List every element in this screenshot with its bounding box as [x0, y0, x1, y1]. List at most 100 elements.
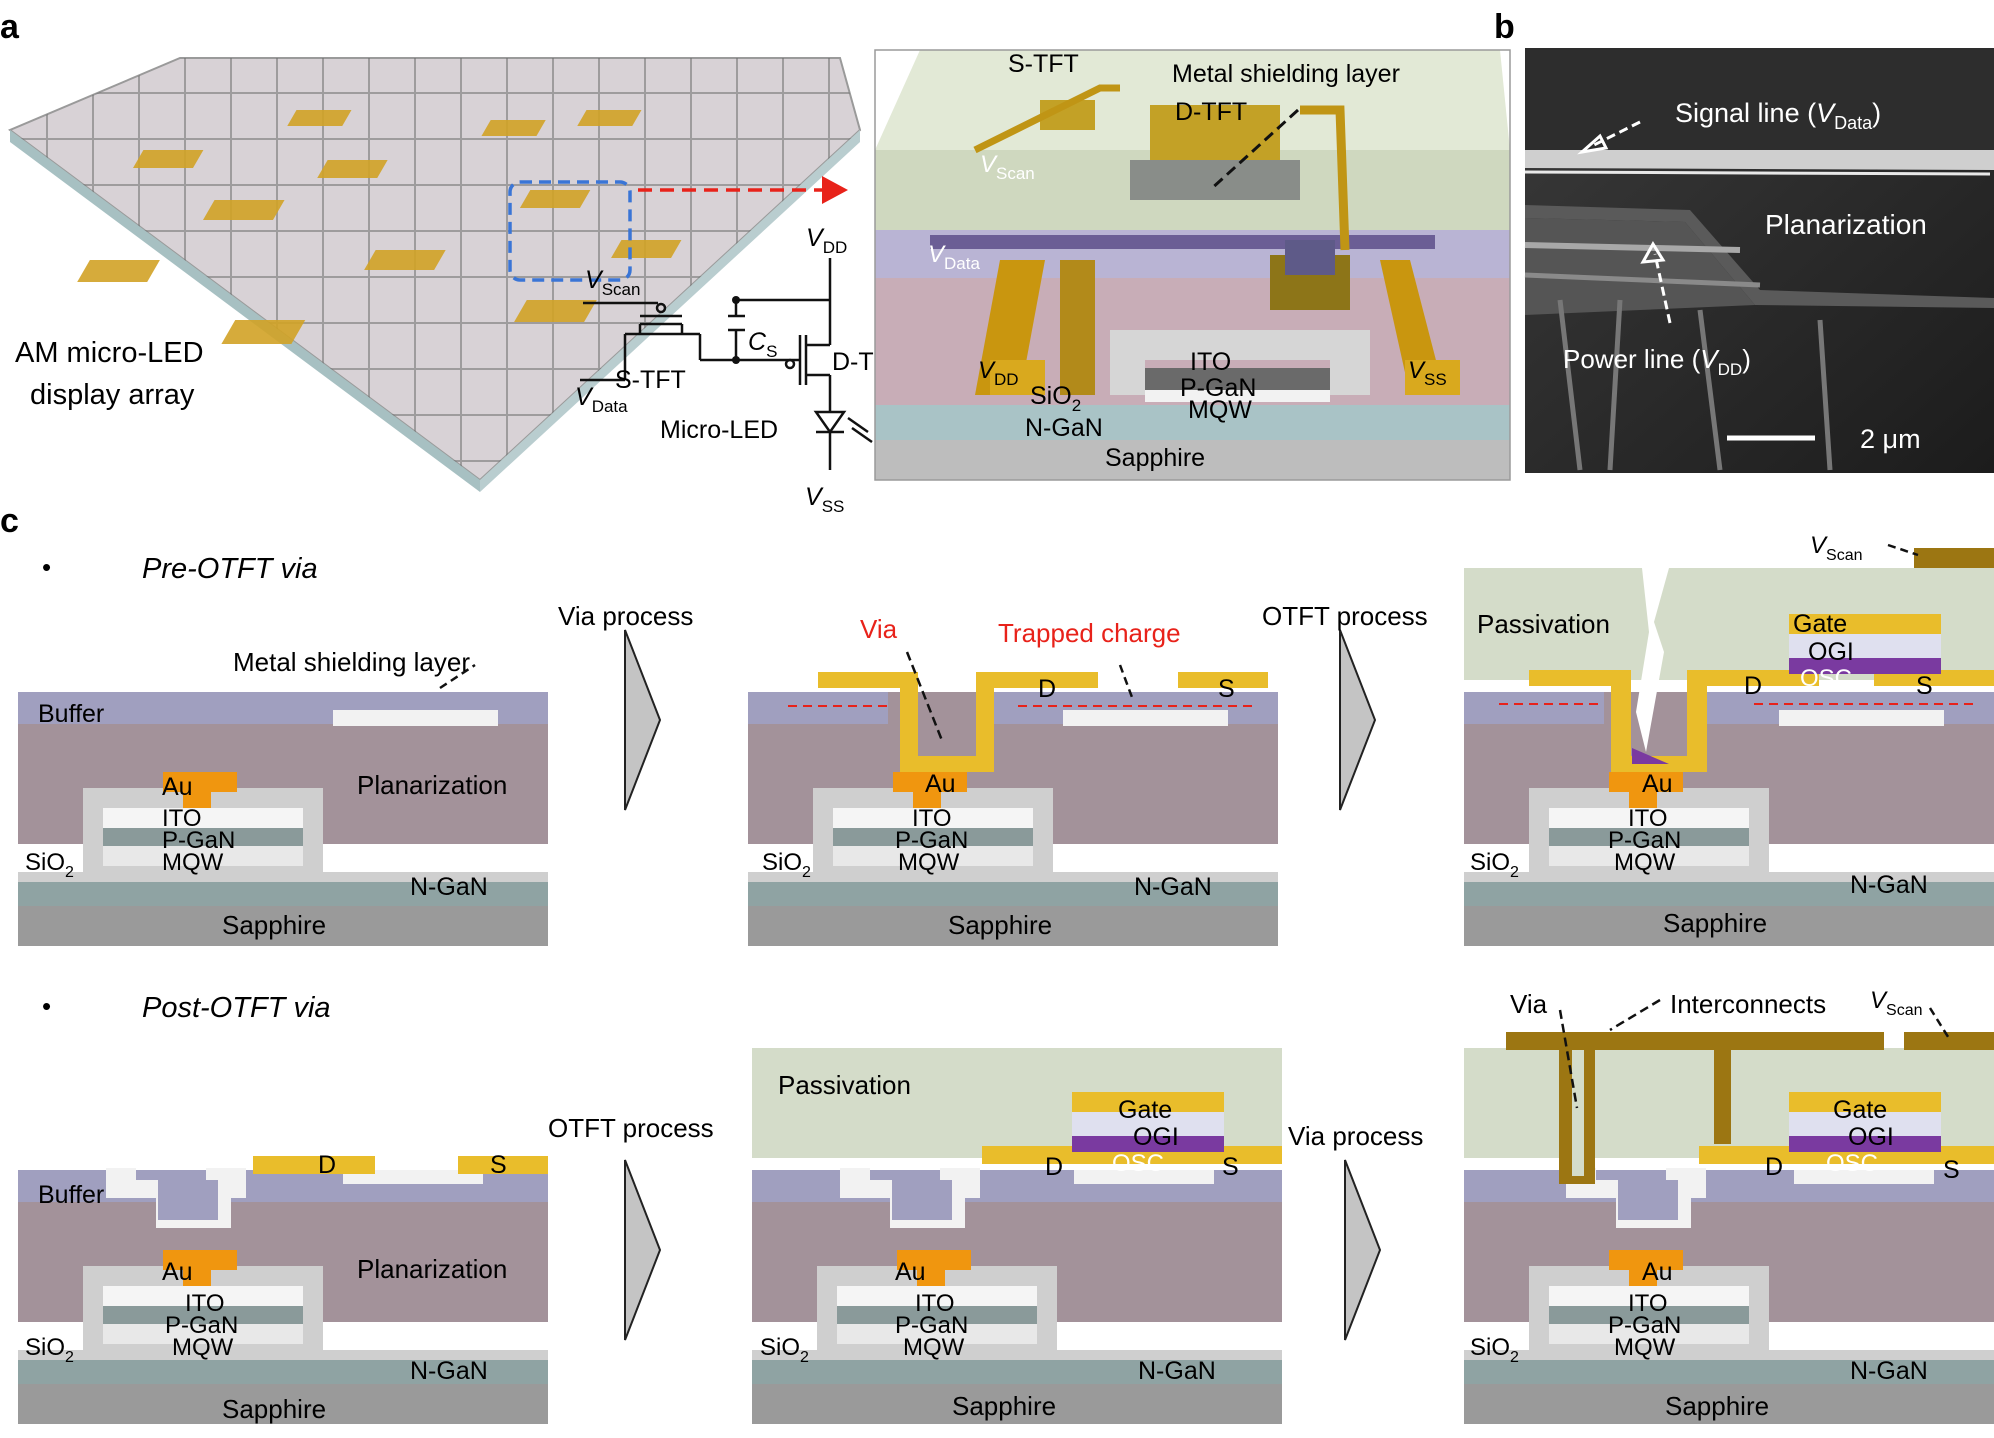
circuit-vss-label: VSS [805, 483, 844, 516]
circuit-stft-label: S-TFT [615, 366, 686, 394]
post-otft-title: Post-OTFT via [142, 992, 331, 1024]
process-arrow [624, 1159, 662, 1341]
post3-interconnects-label: Interconnects [1670, 989, 1826, 1019]
pre3-mqw-label: MQW [1614, 849, 1676, 876]
pre1-metal-shield-label: Metal shielding layer [233, 647, 470, 677]
cube-vdd-label: VDD [978, 357, 1019, 389]
pre1-sapphire-label: Sapphire [222, 910, 326, 940]
pre3-d-label: D [1744, 672, 1762, 700]
pre2-ngan-label: N-GaN [1134, 873, 1212, 901]
pre-otft-process-label: OTFT process [1262, 601, 1428, 631]
post3-au-label: Au [1642, 1258, 1673, 1286]
process-arrow [1344, 1159, 1382, 1341]
panel-label-c: c [0, 502, 19, 540]
pre2-au-label: Au [925, 770, 956, 798]
circuit-vdd-label: VDD [806, 224, 847, 257]
post3-ngan-label: N-GaN [1850, 1357, 1928, 1385]
circuit-vdata-label: VData [575, 383, 628, 416]
pre2-trapped-pointer [1118, 664, 1135, 701]
post3-ogi-label: OGI [1848, 1123, 1894, 1151]
pre1-sio2-label: SiO2 [25, 849, 74, 881]
post3-mqw-label: MQW [1614, 1334, 1676, 1361]
sem-planarization-label: Planarization [1765, 209, 1927, 240]
cube-vscan-label: VScan [980, 151, 1035, 183]
cube-sapphire-label: Sapphire [1105, 444, 1205, 472]
signal-line-arrow [1589, 120, 1641, 149]
post-step2-structure [752, 1048, 1282, 1424]
post3-osc-label: OSC [1826, 1150, 1878, 1177]
post-via-process-label: Via process [1288, 1121, 1423, 1151]
array-label-line2: display array [30, 379, 195, 411]
pixel-cross-section-3d [874, 49, 1511, 481]
post2-d-label: D [1045, 1153, 1063, 1181]
pre1-ngan-label: N-GaN [410, 873, 488, 901]
sem-power-line-label: Power line (VDD) [1563, 344, 1751, 379]
circuit-node [732, 356, 740, 364]
selected-pixel-box [508, 180, 632, 282]
pre1-buffer-label: Buffer [38, 700, 104, 728]
pre2-sio2-label: SiO2 [762, 849, 811, 881]
pre3-sapphire-label: Sapphire [1663, 908, 1767, 938]
cube-sio2-label: SiO2 [1030, 382, 1081, 415]
post3-s-label: S [1943, 1156, 1960, 1184]
post1-buffer-label: Buffer [38, 1181, 104, 1209]
pre2-mqw-label: MQW [898, 849, 960, 876]
pre3-osc-label: OSC [1800, 665, 1852, 692]
pre2-via-pointer [905, 651, 945, 744]
pre3-sio2-label: SiO2 [1470, 849, 1519, 881]
post3-sio2-label: SiO2 [1470, 1334, 1519, 1366]
process-arrow [624, 629, 662, 811]
pre3-pgan-label: P-GaN [1608, 827, 1681, 854]
post2-passivation-label: Passivation [778, 1070, 911, 1100]
sem-signal-line-label: Signal line (VData) [1675, 98, 1881, 133]
pre2-trapped-charge-label: Trapped charge [998, 618, 1181, 648]
post-step3-structure [1464, 1032, 1994, 1424]
pre3-ogi-label: OGI [1808, 638, 1854, 666]
post3-via-pointer [1558, 1009, 1579, 1109]
pre1-mqw-label: MQW [162, 849, 224, 876]
pre1-pgan-label: P-GaN [162, 827, 235, 854]
cube-pgan-label: P-GaN [1180, 374, 1256, 402]
panel-label-b: b [1494, 8, 1515, 46]
post1-mqw-label: MQW [172, 1334, 234, 1361]
pre-step1-structure [18, 692, 548, 946]
power-line-arrowhead [1640, 241, 1666, 264]
cube-vdata-label: VData [928, 241, 980, 273]
cube-metal-shield-label: Metal shielding layer [1172, 60, 1400, 88]
pre3-ito-label: ITO [1628, 805, 1668, 832]
post2-mqw-label: MQW [903, 1334, 965, 1361]
pre2-d-label: D [1038, 675, 1056, 703]
pre3-ngan-label: N-GaN [1850, 871, 1928, 899]
cube-vss-label: VSS [1408, 357, 1447, 389]
post-step1-structure [18, 1156, 548, 1424]
post1-au-label: Au [162, 1258, 193, 1286]
cube-mqw-label: MQW [1188, 396, 1252, 424]
pre3-gate-label: Gate [1793, 610, 1847, 638]
post3-vscan-pointer [1928, 1007, 1952, 1041]
pre-step3-structure [1464, 548, 1994, 946]
pre2-via-label: Via [860, 614, 898, 644]
post2-sapphire-label: Sapphire [952, 1391, 1056, 1421]
signal-line-arrowhead [1577, 133, 1609, 155]
post2-sio2-label: SiO2 [760, 1334, 809, 1366]
pre-otft-title: Pre-OTFT via [142, 553, 318, 585]
cube-stft-label: S-TFT [1008, 50, 1079, 78]
process-arrow [1339, 629, 1377, 811]
pre2-ito-label: ITO [912, 805, 952, 832]
pre3-passivation-label: Passivation [1477, 609, 1610, 639]
sem-image [1524, 48, 1994, 473]
circuit-vscan-label: VScan [585, 266, 640, 299]
power-line-arrow [1653, 253, 1672, 324]
post1-sapphire-label: Sapphire [222, 1394, 326, 1424]
pre1-au-label: Au [162, 773, 193, 801]
post2-pgan-label: P-GaN [895, 1312, 968, 1339]
pre-via-process-label: Via process [558, 601, 693, 631]
post3-gate-label: Gate [1833, 1096, 1887, 1124]
post1-s-label: S [490, 1151, 507, 1179]
pre3-vscan-pointer [1887, 543, 1919, 557]
post3-pgan-label: P-GaN [1608, 1312, 1681, 1339]
post2-s-label: S [1222, 1153, 1239, 1181]
post2-au-label: Au [895, 1258, 926, 1286]
pre3-s-label: S [1916, 672, 1933, 700]
pre1-ito-label: ITO [162, 805, 202, 832]
